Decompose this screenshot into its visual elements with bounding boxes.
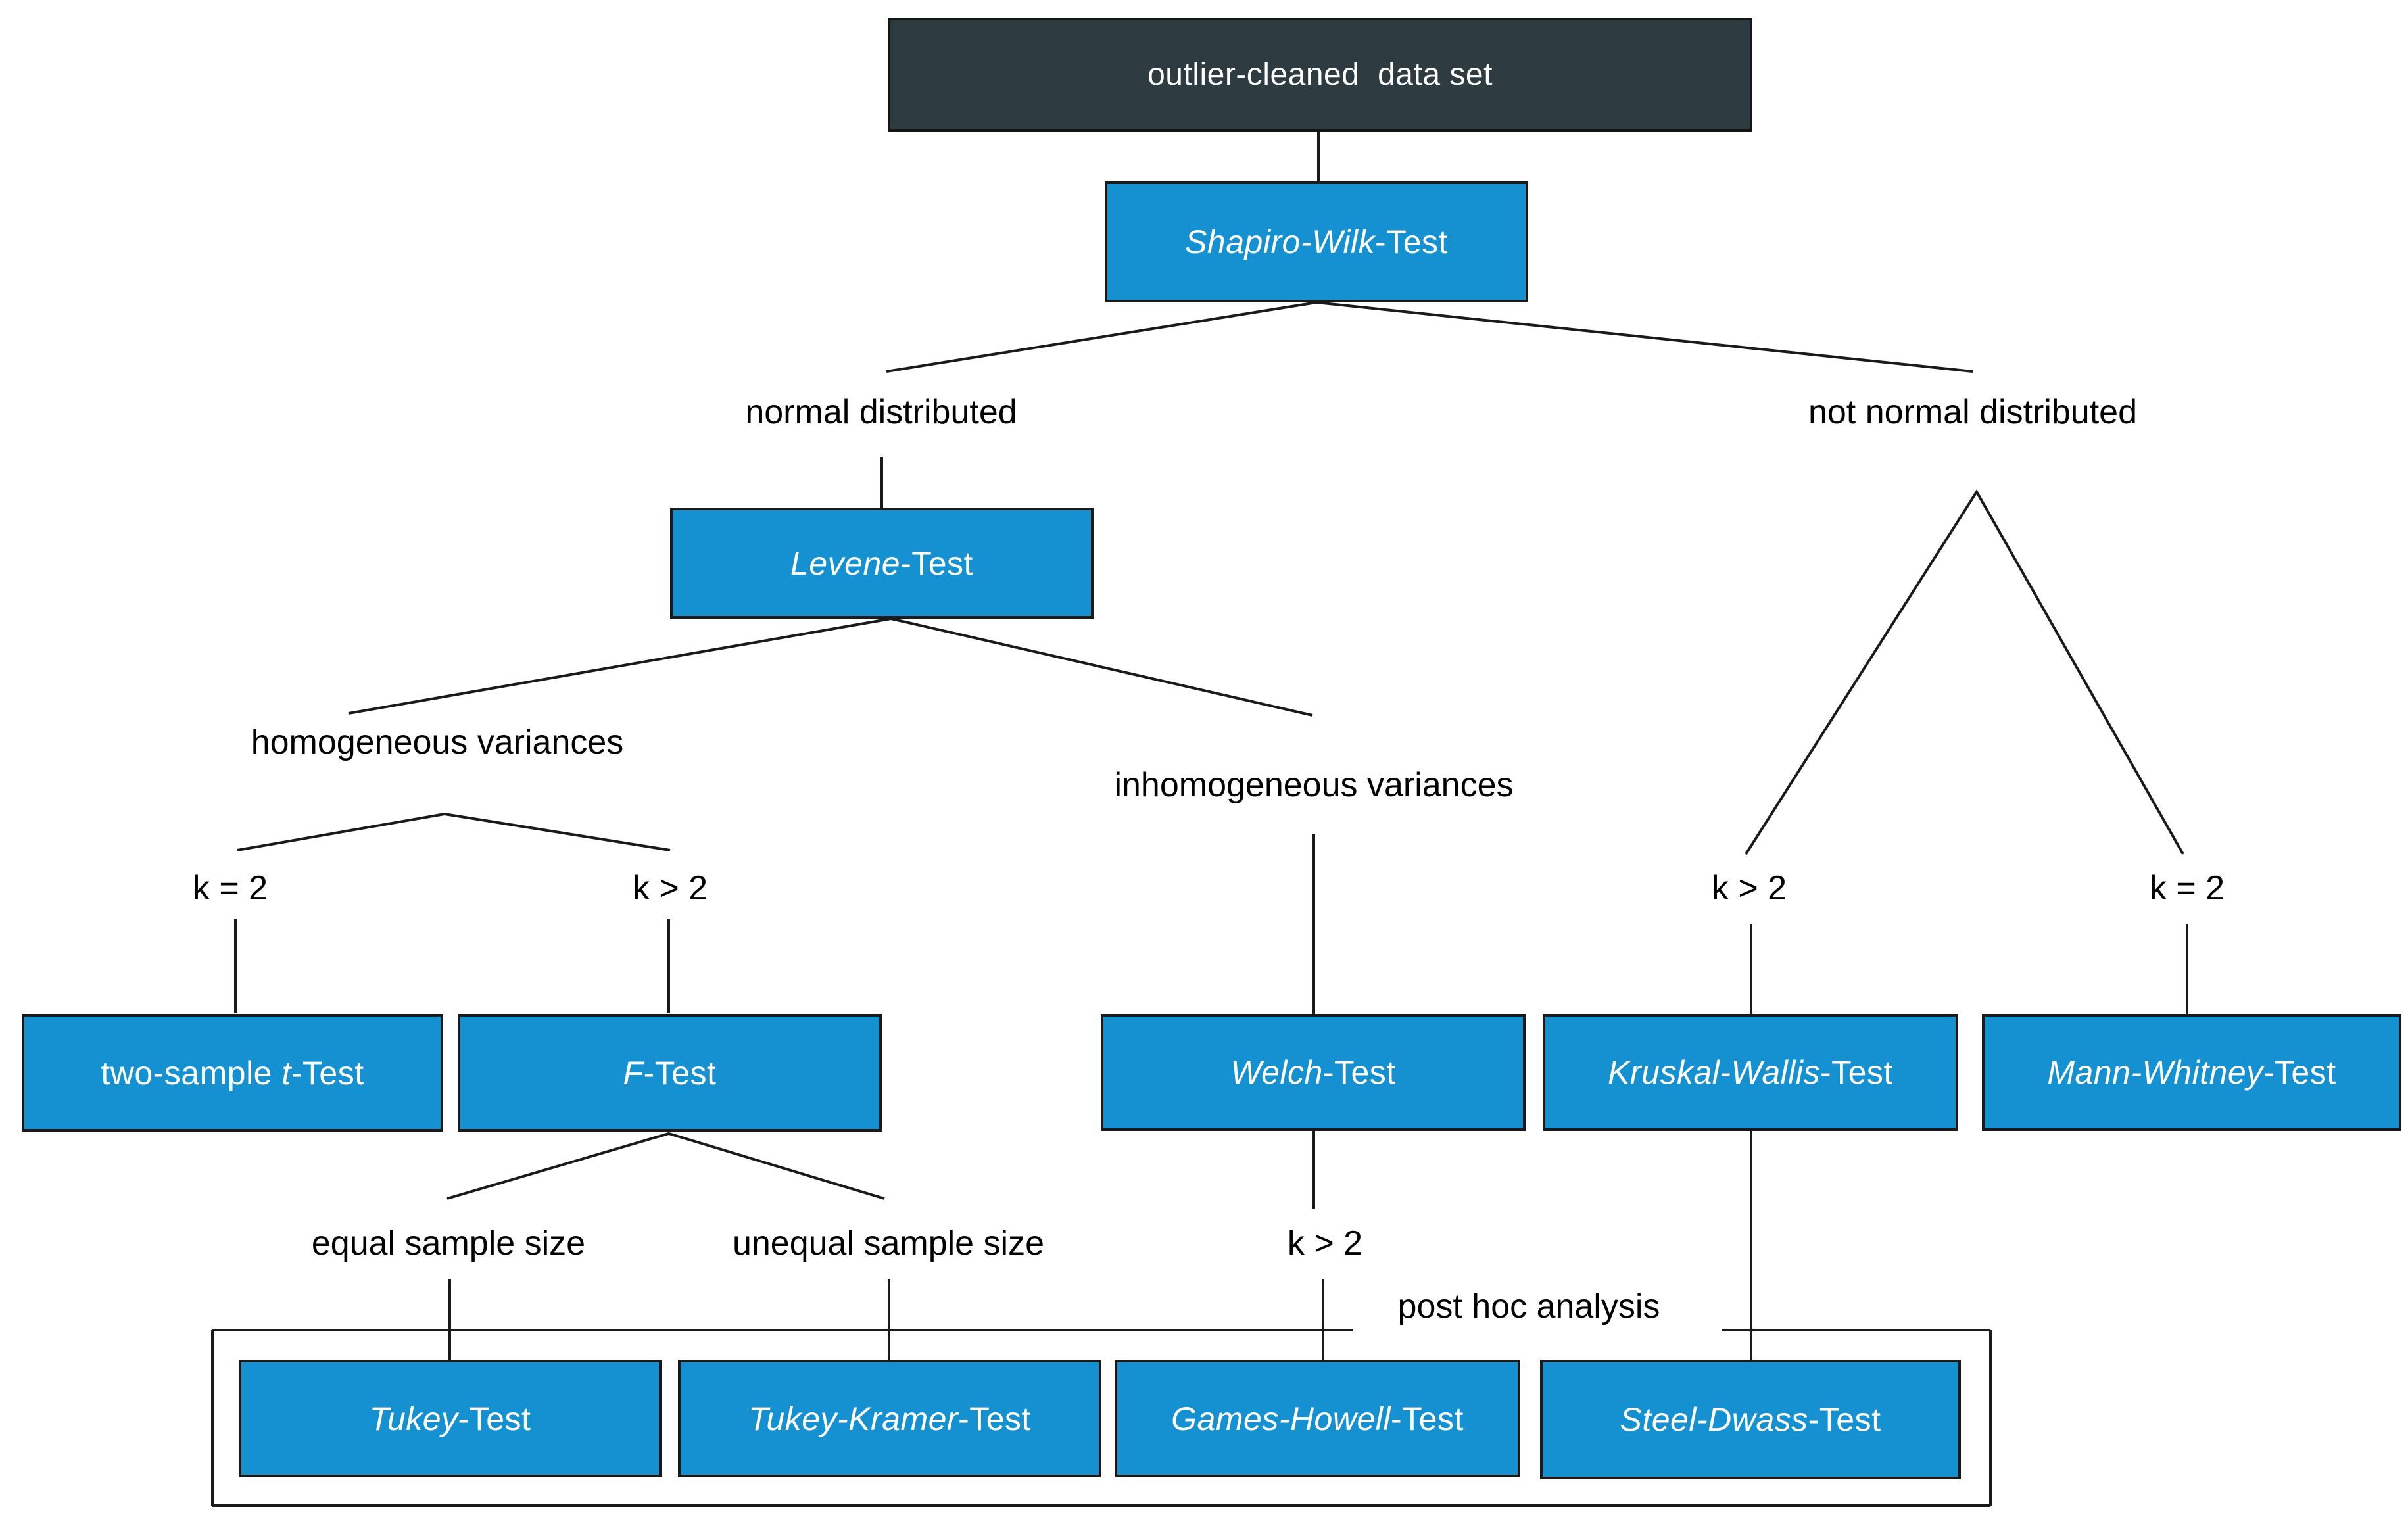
- connector-homogeneous-k-branch: [237, 812, 671, 851]
- connector-shapiro-notnormal: [1316, 301, 1973, 373]
- connector-levene-homogeneous: [348, 617, 892, 715]
- connector-levene-inhomogeneous: [890, 617, 1313, 717]
- dataset-box: outlier-cleaned data set: [888, 18, 1752, 132]
- normal-distributed-label: normal distributed: [745, 393, 1017, 431]
- post-hoc-analysis-label: post hoc analysis: [1397, 1287, 1660, 1326]
- tukey-kramer-test-box: Tukey-Kramer-Test: [678, 1360, 1101, 1477]
- f-test-box: F-Test: [458, 1014, 882, 1132]
- mann-whitney-test-label: Mann-Whitney-Test: [2047, 1054, 2336, 1091]
- levene-test-label: Levene-Test: [790, 544, 973, 582]
- kruskal-wallis-test-box: Kruskal-Wallis-Test: [1543, 1014, 1958, 1131]
- games-howell-test-label: Games-Howell-Test: [1171, 1400, 1464, 1437]
- connector-notnormal-k-branch: [1745, 489, 2184, 855]
- connector-shapiro-normal: [886, 301, 1317, 373]
- two-sample-t-test-label: two-sample t-Test: [101, 1054, 364, 1091]
- k-equals-2-left-label: k = 2: [192, 869, 268, 907]
- shapiro-wilk-test-box: Shapiro-Wilk-Test: [1105, 181, 1528, 302]
- two-sample-t-test-box: two-sample t-Test: [22, 1014, 443, 1132]
- steel-dwass-test-label: Steel-Dwass-Test: [1620, 1401, 1881, 1438]
- unequal-sample-size-label: unequal sample size: [732, 1224, 1045, 1262]
- dataset-box-label: outlier-cleaned data set: [1147, 57, 1493, 92]
- k-greater-2-mid-label: k > 2: [1287, 1224, 1363, 1262]
- homogeneous-variances-label: homogeneous variances: [251, 723, 624, 761]
- steel-dwass-test-box: Steel-Dwass-Test: [1540, 1360, 1961, 1479]
- equal-sample-size-label: equal sample size: [311, 1224, 586, 1262]
- not-normal-distributed-label: not normal distributed: [1808, 393, 2138, 431]
- shapiro-wilk-test-label: Shapiro-Wilk-Test: [1185, 224, 1448, 260]
- k-greater-2-right-label: k > 2: [1711, 869, 1787, 907]
- connector-ftest-samplesize-branch: [446, 1132, 885, 1200]
- tukey-kramer-test-label: Tukey-Kramer-Test: [748, 1400, 1031, 1437]
- levene-test-box: Levene-Test: [670, 508, 1094, 619]
- k-equals-2-right-label: k = 2: [2149, 869, 2225, 907]
- mann-whitney-test-box: Mann-Whitney-Test: [1982, 1014, 2401, 1131]
- kruskal-wallis-test-label: Kruskal-Wallis-Test: [1608, 1054, 1893, 1091]
- tukey-test-box: Tukey-Test: [239, 1360, 662, 1477]
- inhomogeneous-variances-label: inhomogeneous variances: [1114, 766, 1514, 804]
- games-howell-test-box: Games-Howell-Test: [1115, 1360, 1520, 1477]
- f-test-label: F-Test: [623, 1054, 717, 1091]
- k-greater-2-left-label: k > 2: [632, 869, 708, 907]
- tukey-test-label: Tukey-Test: [369, 1400, 531, 1437]
- welch-test-box: Welch-Test: [1101, 1014, 1526, 1131]
- welch-test-label: Welch-Test: [1230, 1054, 1396, 1091]
